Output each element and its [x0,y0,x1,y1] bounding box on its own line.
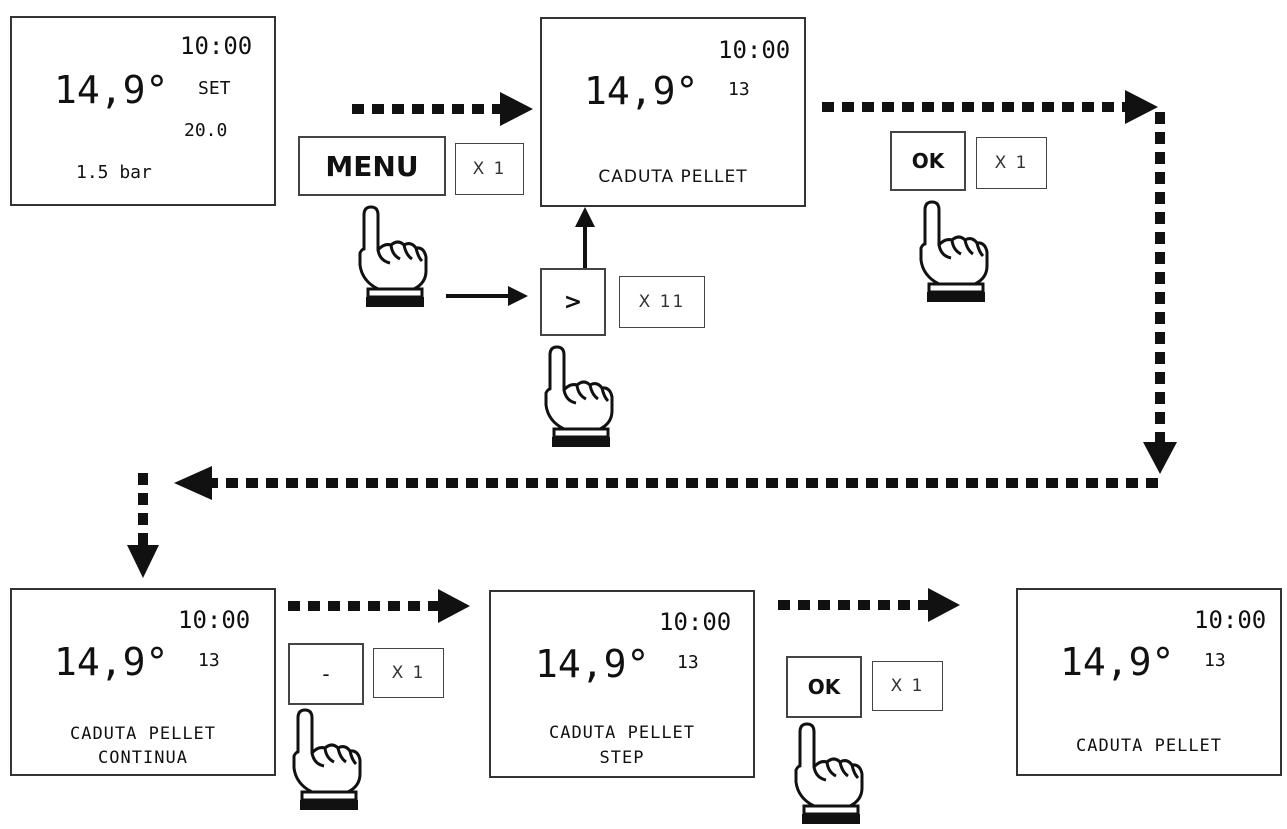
value-text: 13 [728,79,750,100]
pointing-hand-icon [544,345,614,447]
solid-arrowhead-right [508,286,528,306]
pressure-text: 1.5 bar [76,162,152,183]
message-line1: CADUTA PELLET [548,723,696,743]
solid-arrowhead-up [575,207,595,227]
arrowhead-7 [928,588,960,622]
display-screen-continua: 10:00 14,9° 13 CADUTA PELLET CONTINUA [10,588,276,776]
ok-press-count: X 1 [976,137,1047,189]
message-line2: CONTINUA [98,748,188,768]
arrowhead-2 [1125,90,1158,124]
pointing-hand-icon [794,722,864,824]
clock-text: 10:00 [659,608,732,636]
clock-text: 10:00 [178,606,251,634]
temperature-text: 14,9° [584,69,699,113]
arrowhead-6 [438,589,470,623]
value-text: 13 [677,652,699,673]
clock-text: 10:00 [180,32,253,60]
display-screen-final: 10:00 14,9° 13 CADUTA PELLET [1016,588,1282,776]
display-screen-menu: 10:00 14,9° 13 CADUTA PELLET [540,17,806,207]
temperature-text: 14,9° [535,642,650,686]
minus-button[interactable]: - [288,643,364,705]
arrowhead-3 [1143,442,1177,474]
minus-press-count: X 1 [373,648,444,698]
pointing-hand-icon [358,205,428,307]
message-line2: STEP [599,748,645,768]
clock-text: 10:00 [718,36,791,64]
message-line1: CADUTA PELLET [69,724,217,744]
clock-text: 10:00 [1194,606,1267,634]
menu-press-count: X 1 [455,143,524,195]
arrowhead-1 [500,92,533,126]
ok-button-confirm[interactable]: OK [786,656,862,718]
menu-button[interactable]: MENU [298,136,446,196]
next-press-count: X 11 [619,276,705,328]
message-text: CADUTA PELLET [1075,736,1223,756]
pointing-hand-icon [919,200,989,302]
temperature-text: 14,9° [54,640,169,684]
temperature-text: 14,9° [1060,640,1175,684]
ok-confirm-press-count: X 1 [872,661,943,711]
temperature-text: 14,9° [54,68,169,112]
next-button[interactable]: > [540,268,606,336]
value-text: 13 [1204,650,1226,671]
display-screen-initial: 10:00 14,9° SET 20.0 1.5 bar [10,16,276,206]
arrowhead-4 [174,466,212,500]
arrowhead-5 [127,545,159,578]
value-text: 13 [198,650,220,671]
display-screen-step: 10:00 14,9° 13 CADUTA PELLET STEP [489,590,755,778]
set-value: 20.0 [184,120,228,141]
ok-button[interactable]: OK [890,131,966,191]
message-text: CADUTA PELLET [598,167,748,187]
pointing-hand-icon [292,708,362,810]
set-label: SET [198,78,231,99]
